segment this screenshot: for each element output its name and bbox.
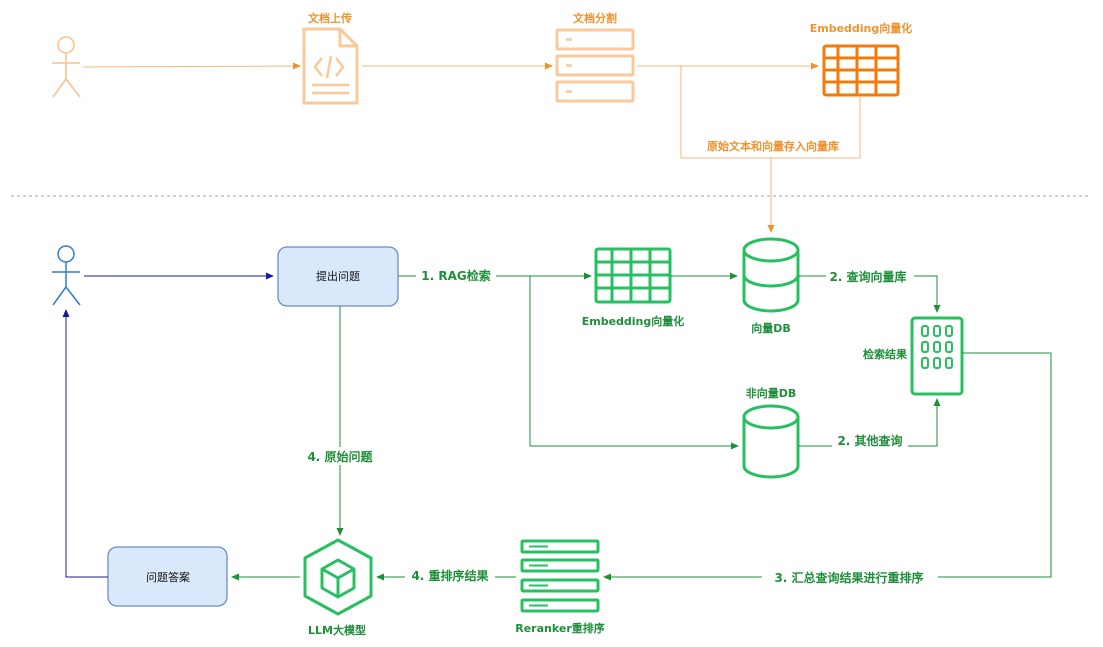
original-question-label-bg <box>299 447 381 465</box>
query-vector-edge-label: 2. 查询向量库 <box>829 269 906 284</box>
answer-node: 问题答案 <box>107 546 228 607</box>
rerank-result-edge-label: 4. 重排序结果 <box>411 568 488 583</box>
embedding-table-icon-top <box>822 44 900 97</box>
embedding-table-icon-bottom <box>594 247 672 304</box>
ask-question-label: 提出问题 <box>316 269 360 283</box>
embedding-label-top: Embedding向量化 <box>810 21 913 35</box>
answer-label: 问题答案 <box>146 570 190 584</box>
user-actor-icon-bottom <box>52 245 81 306</box>
original-question-edge-label: 4. 原始问题 <box>307 449 373 464</box>
non-vector-db-label: 非向量DB <box>746 386 797 400</box>
ask-question-node: 提出问题 <box>277 246 399 307</box>
document-split-icon <box>555 28 635 103</box>
other-query-label-bg <box>832 432 908 450</box>
other-query-edge-label: 2. 其他查询 <box>837 433 902 448</box>
top-flow-connectors <box>82 62 861 233</box>
store-edge-label: 原始文本和向量存入向量库 <box>707 139 839 153</box>
rag-edge-label: 1. RAG检索 <box>421 268 490 283</box>
vector-db-icon <box>742 237 800 313</box>
search-results-icon <box>910 316 964 396</box>
split-label: 文档分割 <box>573 11 617 25</box>
llm-cube-icon <box>303 538 373 616</box>
user-flow-connectors <box>62 272 274 578</box>
rerank-merge-edge-label: 3. 汇总查询结果进行重排序 <box>774 570 923 585</box>
vector-db-label: 向量DB <box>751 321 791 335</box>
non-vector-db-icon <box>742 404 800 479</box>
reranker-label: Reranker重排序 <box>515 621 605 635</box>
upload-label: 文档上传 <box>308 11 352 25</box>
document-code-icon <box>302 27 359 105</box>
reranker-icon <box>520 539 600 613</box>
store-label-bg <box>696 138 850 154</box>
rerank-merge-label-bg <box>762 568 938 586</box>
embedding-label-bottom: Embedding向量化 <box>582 314 685 328</box>
query-vector-label-bg <box>826 266 914 284</box>
llm-label: LLM大模型 <box>308 623 366 637</box>
rerank-result-label-bg <box>405 566 495 584</box>
user-actor-icon-top <box>52 36 81 98</box>
rag-label-bg <box>416 266 496 284</box>
search-results-label: 检索结果 <box>863 347 907 361</box>
